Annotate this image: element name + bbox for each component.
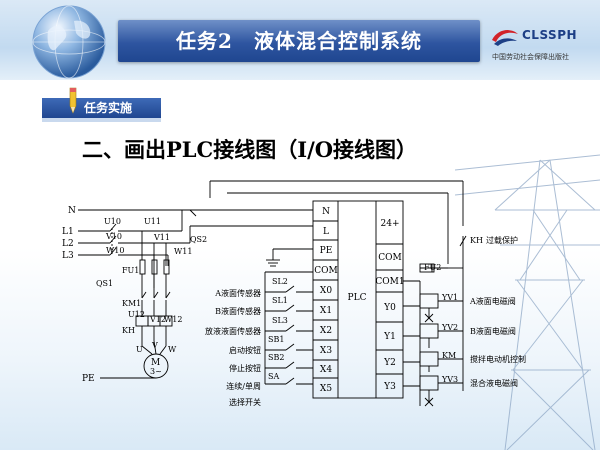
logo-swoosh-icon: [492, 30, 518, 46]
logo-name: CLSSPH: [522, 28, 578, 42]
input-desc-sa: 连续/单周: [226, 381, 261, 391]
plc-pin-y3: Y3: [383, 382, 396, 392]
plc-pin-x5: X5: [320, 384, 332, 394]
plc-pin-x1: X1: [320, 306, 332, 316]
plc-pin-y0: Y0: [383, 303, 396, 313]
section-tag-shadow: [42, 118, 161, 122]
overload-tag: KH: [470, 236, 483, 245]
input-desc-sb1: 启动按钮: [229, 345, 261, 355]
plc-pin-x3: X3: [320, 346, 332, 356]
output-desc-yv3: 混合液电磁阀: [470, 378, 518, 388]
output-tag-yv3: YV3: [441, 375, 458, 384]
input-tag-sl2: SL2: [272, 277, 288, 286]
plc-pin-l: L: [323, 227, 329, 237]
plc-wiring-diagram: N L1 L2 L3 QS1 QS2 FU1 U10 U11 V10 V11 W…: [62, 180, 526, 407]
w11-label: W11: [174, 247, 192, 256]
plc-pin-n: N: [322, 207, 330, 217]
qs2-label: QS2: [190, 235, 207, 244]
plc-pin-x0: X0: [320, 286, 332, 296]
section-tag: 任务实施: [42, 87, 161, 118]
input-tag-sb2: SB2: [268, 353, 284, 362]
page-title: 任务2 液体混合控制系统: [176, 29, 422, 53]
input-desc-extra: 选择开关: [229, 397, 261, 407]
overload-desc: 过载保护: [486, 235, 518, 245]
input-desc-sl1: B液面传感器: [215, 306, 261, 316]
qs1-label: QS1: [96, 279, 113, 288]
section-tag-label: 任务实施: [84, 101, 133, 115]
input-desc-sb2: 停止按钮: [229, 363, 261, 373]
input-desc-sl3: 放液液面传感器: [205, 326, 261, 336]
output-desc-km: 搅拌电动机控制: [470, 354, 526, 364]
line-n-label: N: [68, 206, 76, 216]
plc-pin-y1: Y1: [383, 332, 396, 342]
input-tag-sa: SA: [268, 372, 279, 381]
motor-label: M: [151, 358, 160, 368]
plc-pin-com: COM: [314, 266, 337, 276]
u11-label: U11: [144, 217, 161, 226]
output-desc-yv1: A液面电磁阀: [469, 296, 516, 306]
input-tag-sb1: SB1: [268, 335, 284, 344]
v12-label: V12: [149, 315, 166, 324]
logo-subtitle: 中国劳动社会保障出版社: [492, 53, 569, 61]
kh-relay-label: KH: [122, 326, 135, 335]
km1-label: KM1: [122, 299, 141, 308]
plc-pin-pe: PE: [320, 246, 333, 256]
plc-pin-24plus: 24+: [381, 219, 400, 229]
plc-pin-com1: COM1: [375, 277, 404, 287]
motor-u-label: U: [136, 345, 143, 354]
motor-v-label: V: [151, 341, 158, 350]
line-l3-label: L3: [62, 251, 74, 261]
line-l1-label: L1: [62, 227, 74, 237]
section-heading: 二、画出PLC接线图（I/O接线图）: [82, 137, 418, 162]
plc-label: PLC: [348, 293, 367, 303]
w10-label: W10: [106, 246, 124, 255]
output-tag-km: KM: [442, 351, 456, 360]
pe-label: PE: [82, 374, 95, 384]
fu2-label: FU2: [424, 263, 441, 272]
u12-label: U12: [128, 310, 145, 319]
globe-icon: [32, 5, 106, 79]
input-tag-sl1: SL1: [272, 296, 288, 305]
motor-w-label: W: [168, 345, 177, 354]
line-l2-label: L2: [62, 239, 74, 249]
publisher-logo: CLSSPH 中国劳动社会保障出版社: [488, 24, 596, 66]
power-tower-icon: [455, 154, 600, 450]
output-tag-yv1: YV1: [441, 293, 458, 302]
output-tag-yv2: YV2: [441, 323, 458, 332]
plc-pin-com-out: COM: [378, 253, 401, 263]
title-bar: 任务2 液体混合控制系统: [118, 20, 480, 62]
input-desc-sl2: A液面传感器: [214, 288, 261, 298]
plc-pin-x4: X4: [320, 365, 332, 375]
input-tag-sl3: SL3: [272, 316, 288, 325]
v11-label: V11: [153, 233, 170, 242]
plc-pin-y2: Y2: [383, 358, 396, 368]
fu1-label: FU1: [122, 266, 139, 275]
plc-pin-x2: X2: [320, 326, 332, 336]
pencil-icon: [69, 87, 77, 114]
u10-label: U10: [104, 217, 121, 226]
w12-label: W12: [164, 315, 182, 324]
motor-sub-label: 3~: [150, 367, 162, 376]
output-desc-yv2: B液面电磁阀: [470, 326, 516, 336]
v10-label: V10: [105, 232, 122, 241]
